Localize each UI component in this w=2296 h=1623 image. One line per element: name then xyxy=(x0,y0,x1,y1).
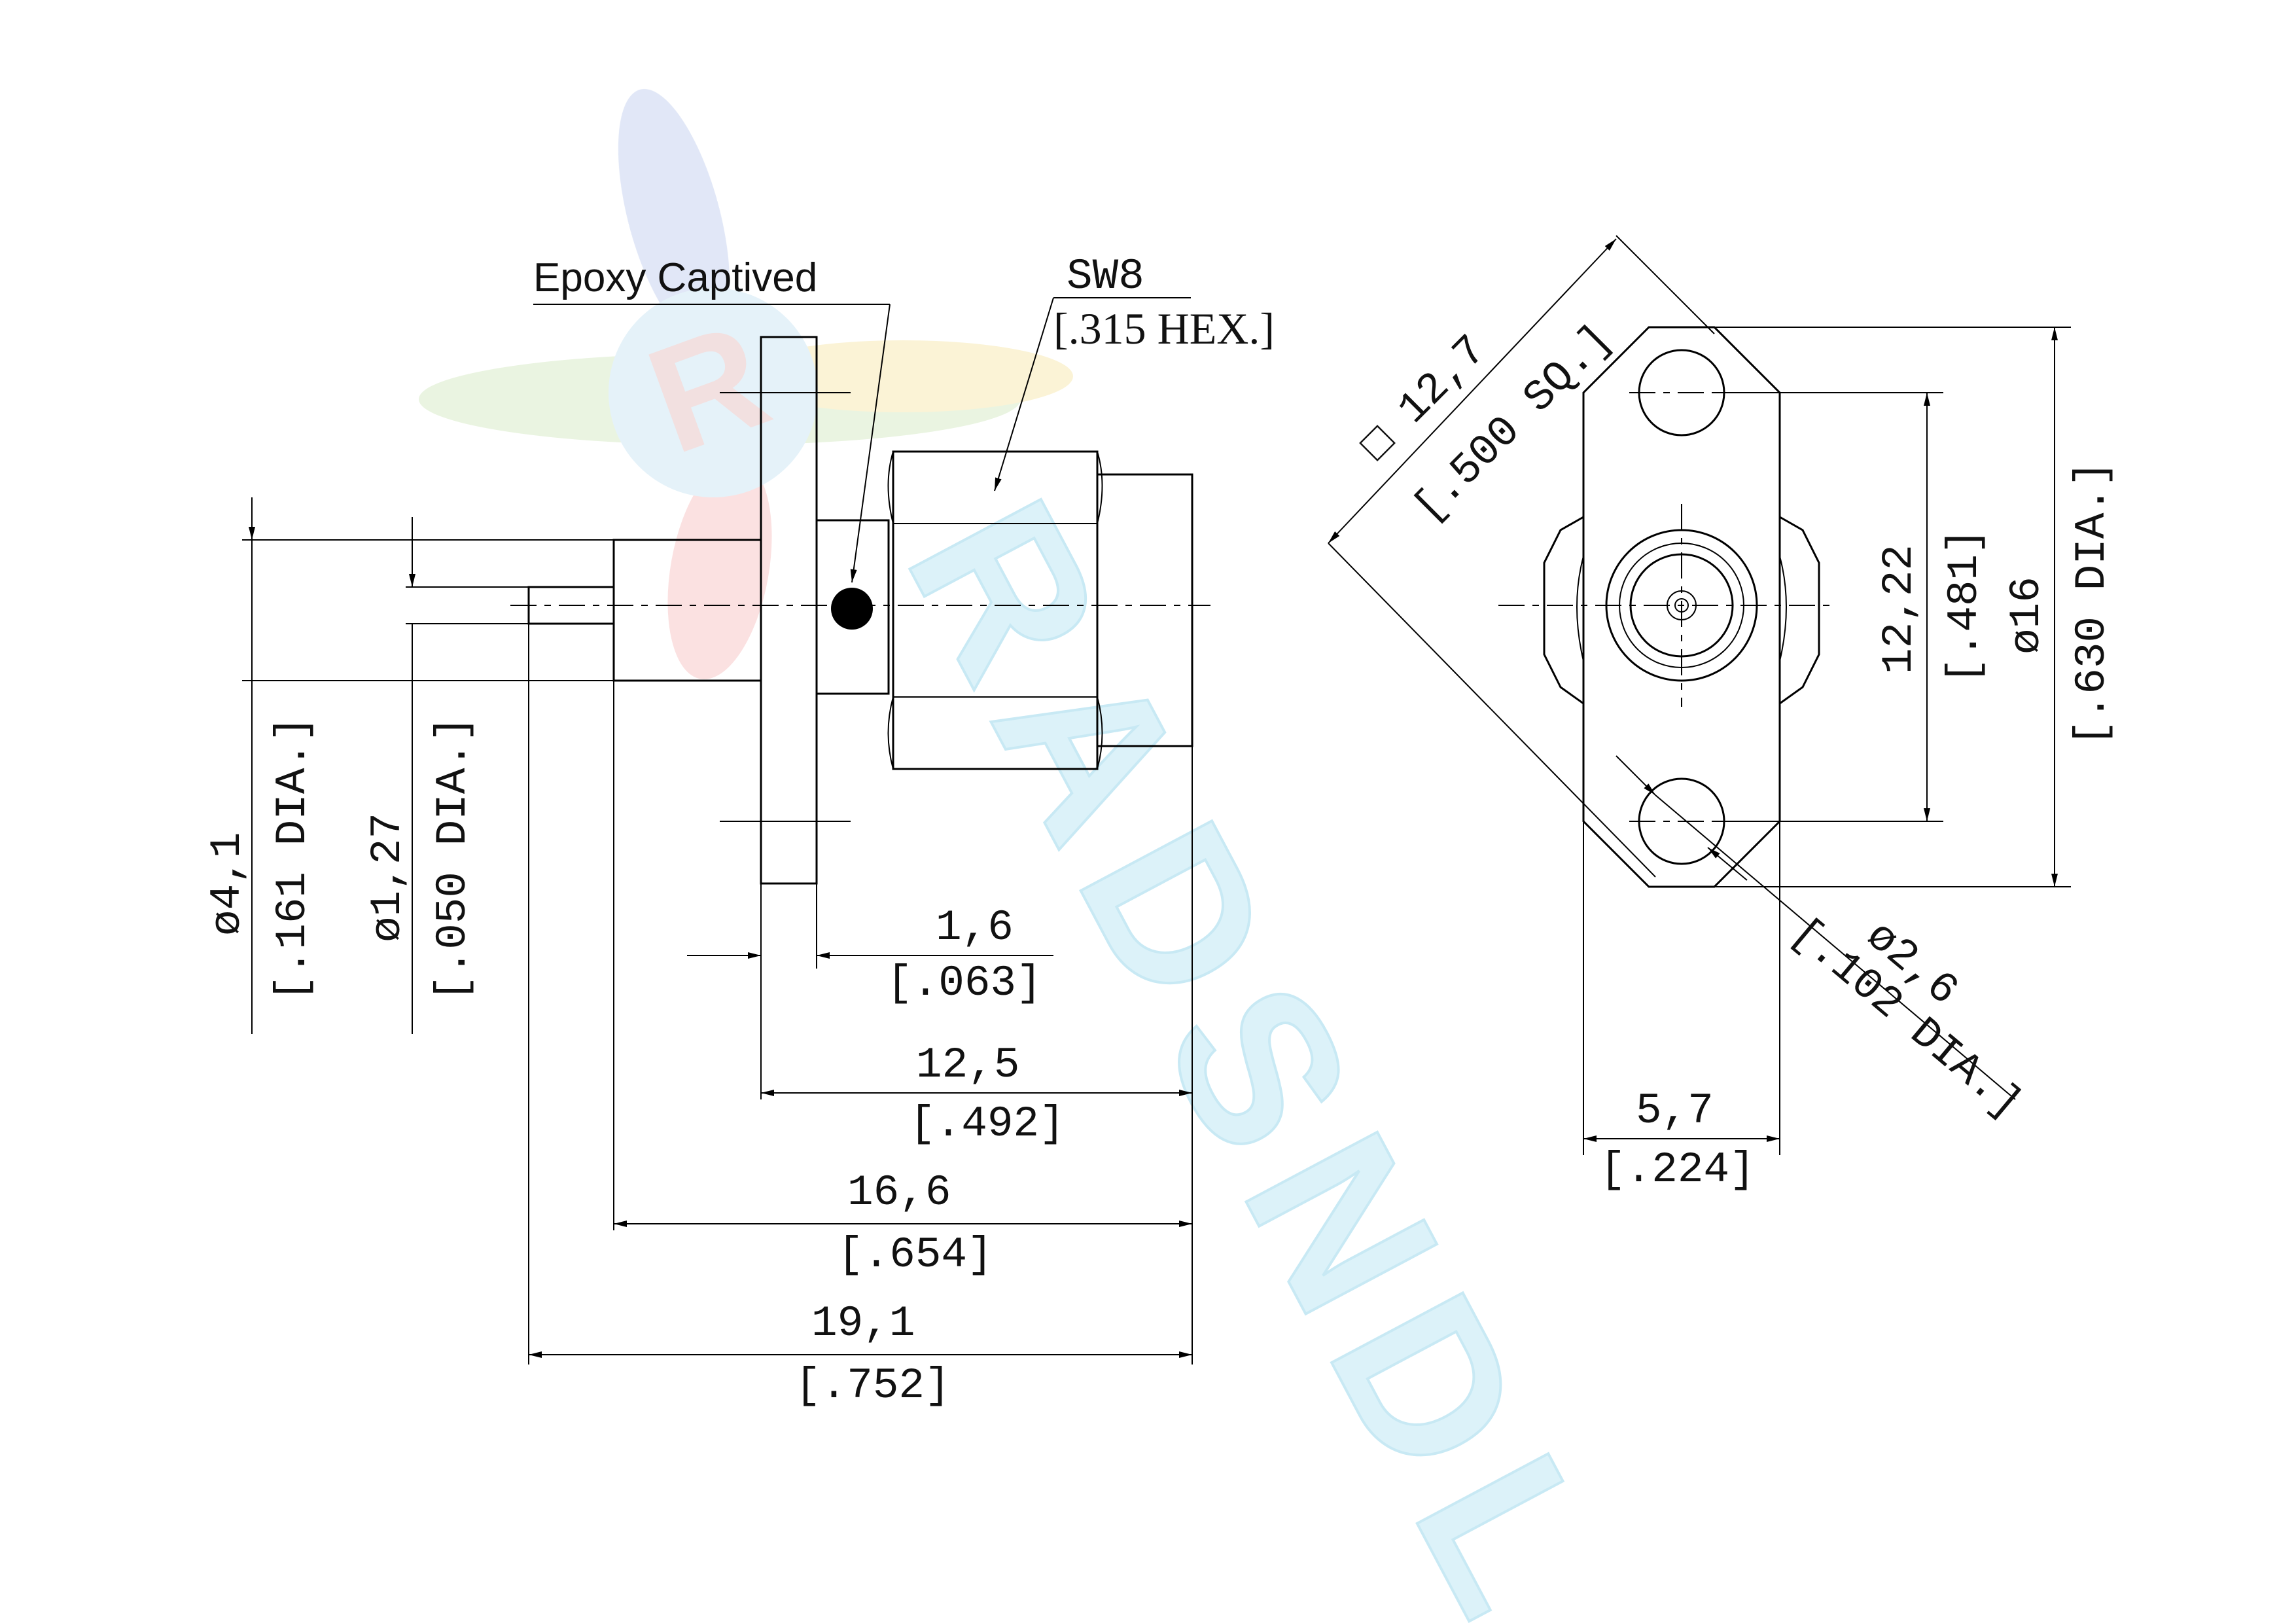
hex-label: [.315 HEX.] xyxy=(1053,304,1275,353)
dim-d127-inch: [.050 DIA.] xyxy=(429,716,478,1001)
dim-w57-inch: [.224] xyxy=(1600,1145,1756,1194)
dim-d16-inch: [.630 DIA.] xyxy=(2068,461,2117,746)
epoxy-dot xyxy=(831,588,873,630)
dim-h1222: 12,22 xyxy=(1875,544,1924,674)
dim-d16: ø16 xyxy=(2002,577,2051,654)
dim-l166: 16,6 xyxy=(847,1168,951,1217)
dim-l125-inch: [.492] xyxy=(910,1099,1065,1149)
dim-l191: 19,1 xyxy=(811,1299,915,1348)
dim-t16: 1,6 xyxy=(936,903,1014,952)
dim-h1222-inch: [.481] xyxy=(1940,528,1989,684)
dim-l166-inch: [.654] xyxy=(838,1230,993,1279)
dim-d41: ø4,1 xyxy=(203,832,252,936)
dim-t16-inch: [.063] xyxy=(887,959,1042,1008)
side-view xyxy=(510,336,1210,885)
front-view-dimensions xyxy=(1328,235,2071,1155)
side-view-dimensions xyxy=(242,297,1193,1364)
dim-w57: 5,7 xyxy=(1636,1086,1714,1135)
dim-d41-inch: [.161 DIA.] xyxy=(268,716,317,1001)
epoxy-captived-label: Epoxy Captived xyxy=(533,255,817,300)
sw8-label: SW8 xyxy=(1067,252,1144,301)
dim-d127: ø1,27 xyxy=(363,813,412,942)
dim-l125: 12,5 xyxy=(916,1041,1019,1090)
dim-l191-inch: [.752] xyxy=(795,1361,951,1410)
